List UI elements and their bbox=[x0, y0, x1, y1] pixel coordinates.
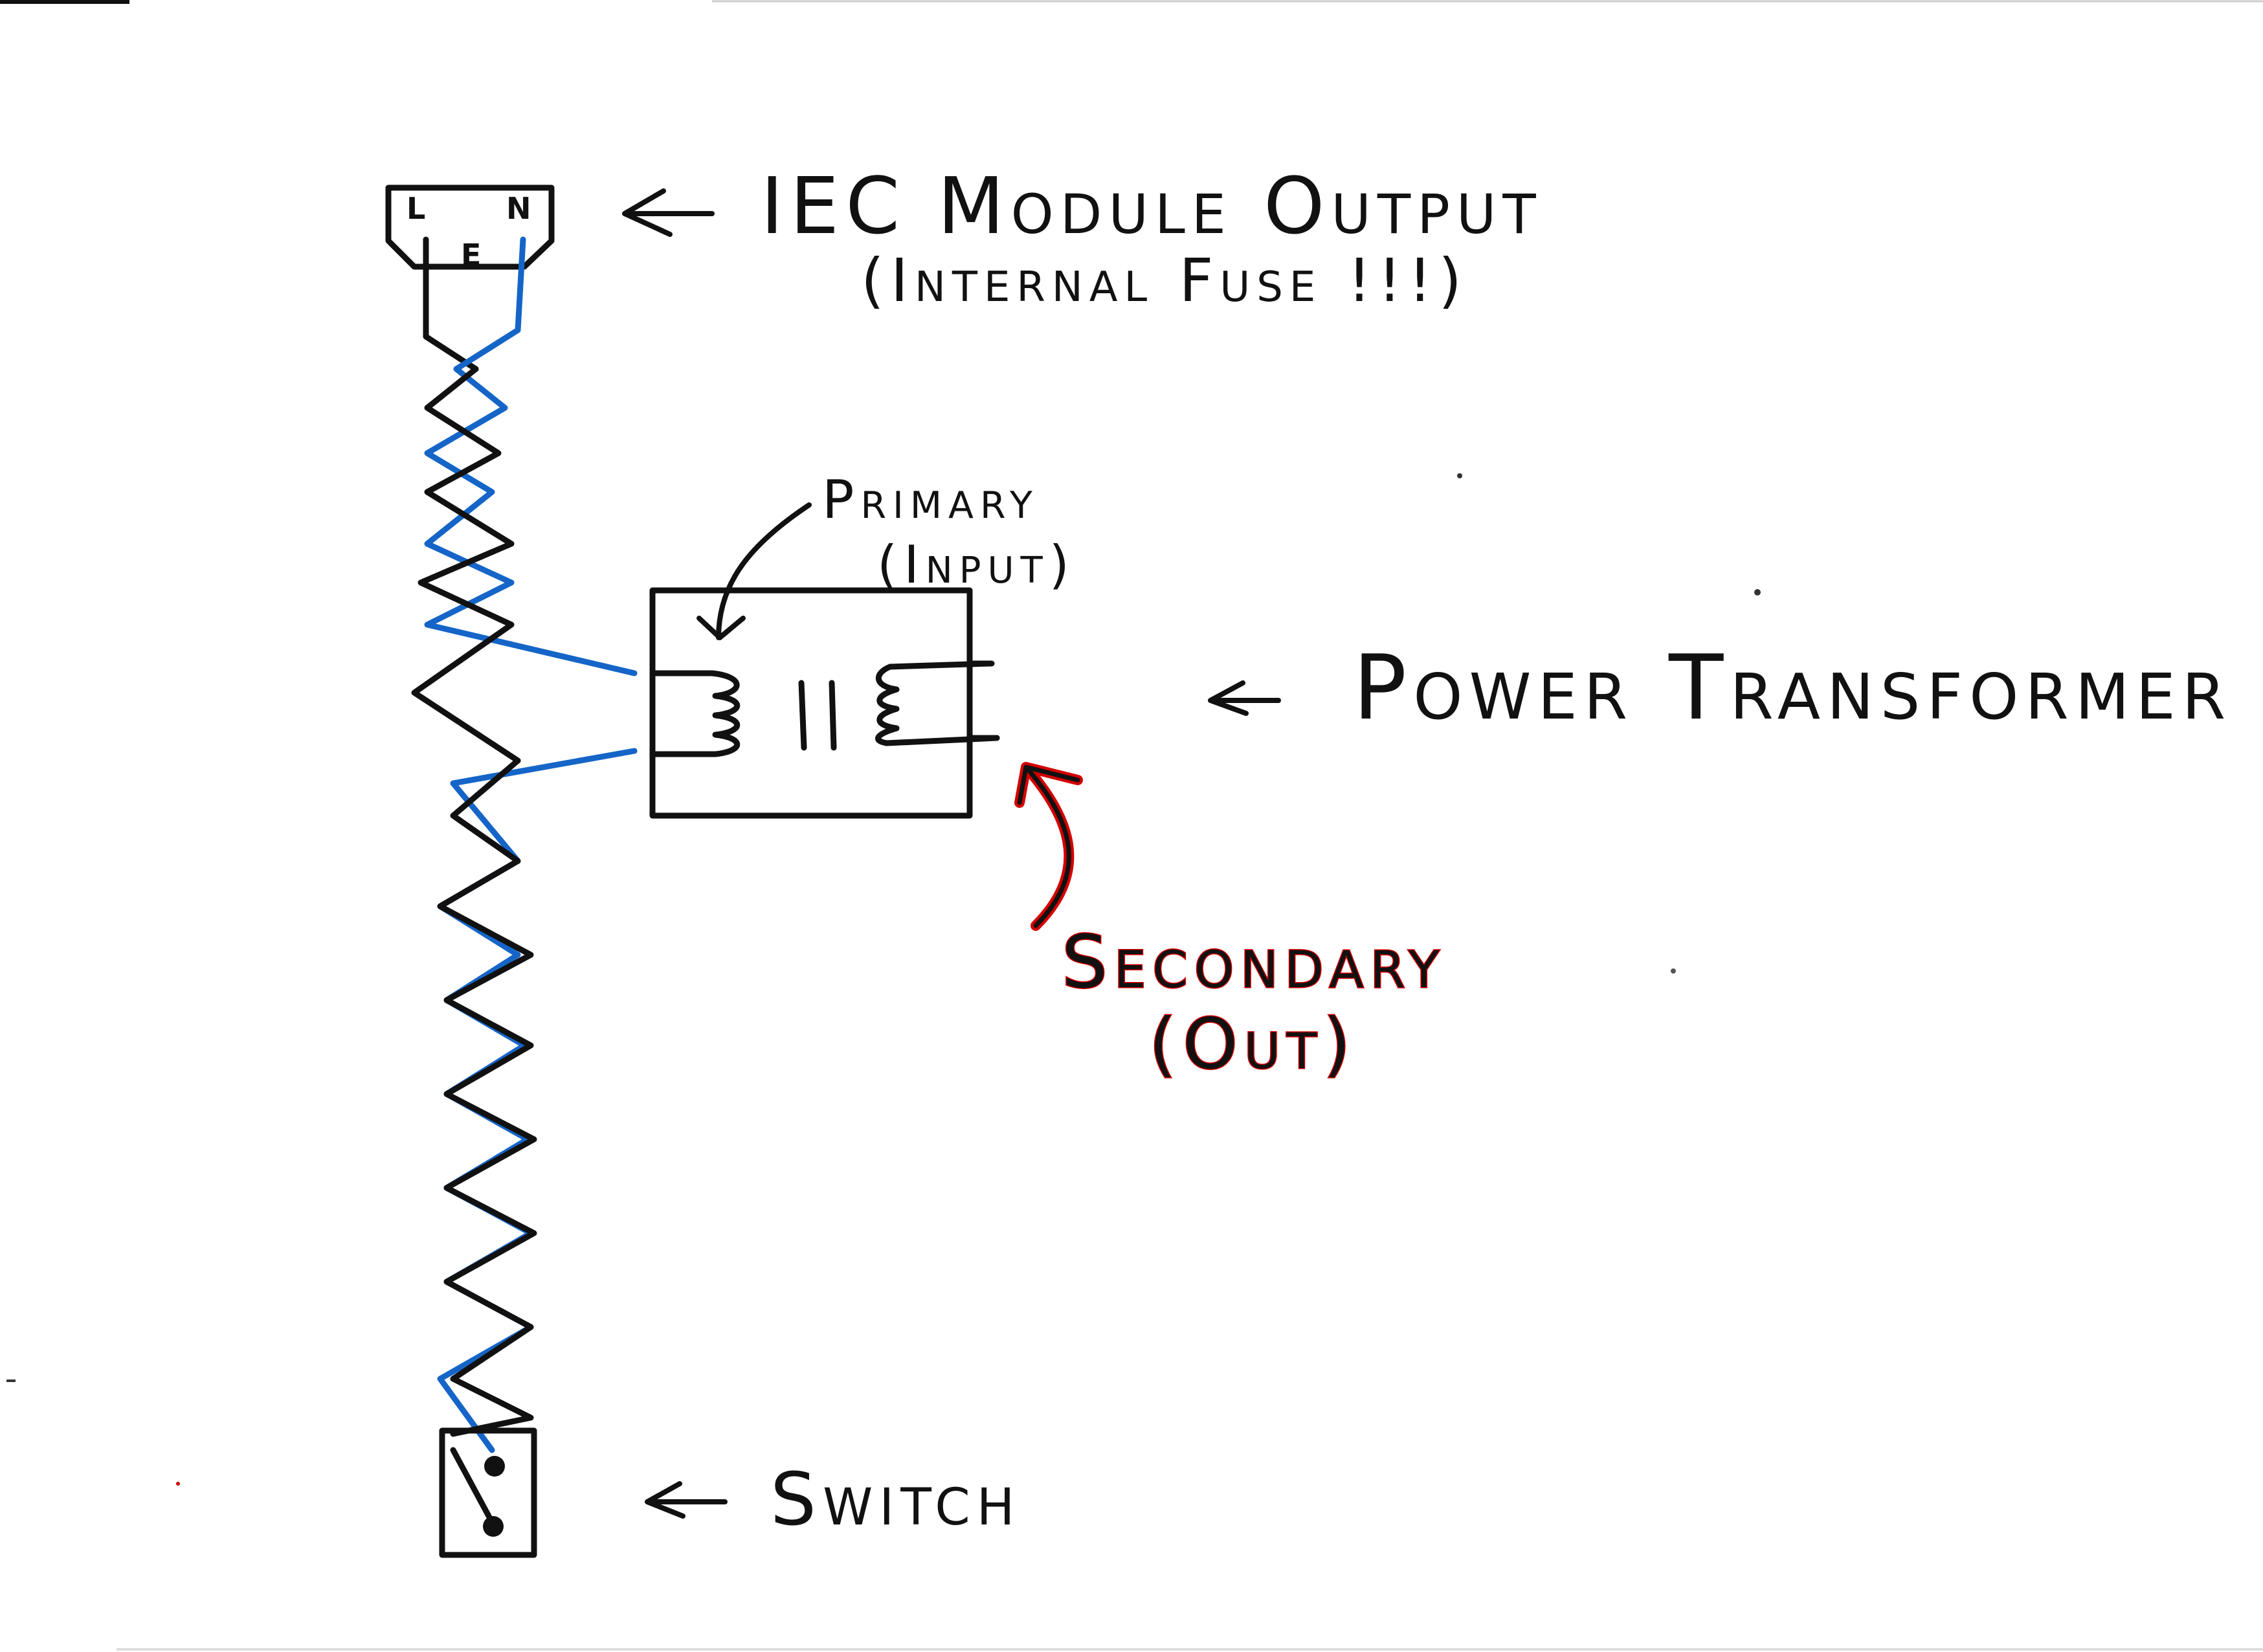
core-bar-right bbox=[829, 680, 837, 751]
live-twist-upper bbox=[411, 366, 521, 764]
pin-label-l: L bbox=[407, 191, 425, 226]
arrow-primary-curved-icon bbox=[697, 502, 812, 640]
neutral-wire-lead bbox=[453, 236, 526, 372]
transformer bbox=[649, 587, 1000, 819]
scan-speck bbox=[1457, 473, 1462, 478]
pin-label-e: E bbox=[461, 238, 481, 273]
arrow-left-iec-icon bbox=[622, 188, 715, 237]
switch bbox=[439, 1427, 537, 1558]
switch-body bbox=[439, 1427, 537, 1558]
switch-lever bbox=[450, 1447, 496, 1528]
transformer-case bbox=[649, 587, 973, 819]
primary-label-line2: (Input) bbox=[877, 535, 1076, 595]
secondary-label-line1: Secondary bbox=[1062, 921, 1445, 1005]
secondary-winding bbox=[875, 660, 1000, 746]
arrow-left-switch-icon bbox=[645, 1481, 728, 1519]
scan-speck bbox=[176, 1482, 180, 1486]
live-wire-lead bbox=[423, 236, 479, 372]
scan-speck bbox=[1671, 968, 1676, 974]
core-bar-left bbox=[798, 680, 807, 751]
neutral-twist-upper bbox=[424, 366, 638, 676]
primary-label-line1: Primary bbox=[822, 469, 1039, 531]
iec-label-line2: (Internal Fuse !!!) bbox=[861, 246, 1468, 315]
arrow-left-transformer-icon bbox=[1208, 680, 1281, 716]
switch-contact-upper bbox=[484, 1456, 505, 1477]
arrow-secondary-curved-icon bbox=[1014, 762, 1083, 931]
iec-label-line1: IEC Module Output bbox=[761, 162, 1543, 252]
switch-contact-lower bbox=[483, 1516, 504, 1537]
scan-speck bbox=[1754, 589, 1761, 596]
pin-label-n: N bbox=[506, 191, 531, 226]
secondary-label-line2: (Out) bbox=[1149, 1004, 1357, 1085]
primary-winding bbox=[651, 670, 740, 757]
switch-label: Switch bbox=[770, 1458, 1021, 1542]
transformer-label: Power Transformer bbox=[1353, 636, 2232, 740]
live-twist-lower bbox=[437, 757, 537, 1437]
